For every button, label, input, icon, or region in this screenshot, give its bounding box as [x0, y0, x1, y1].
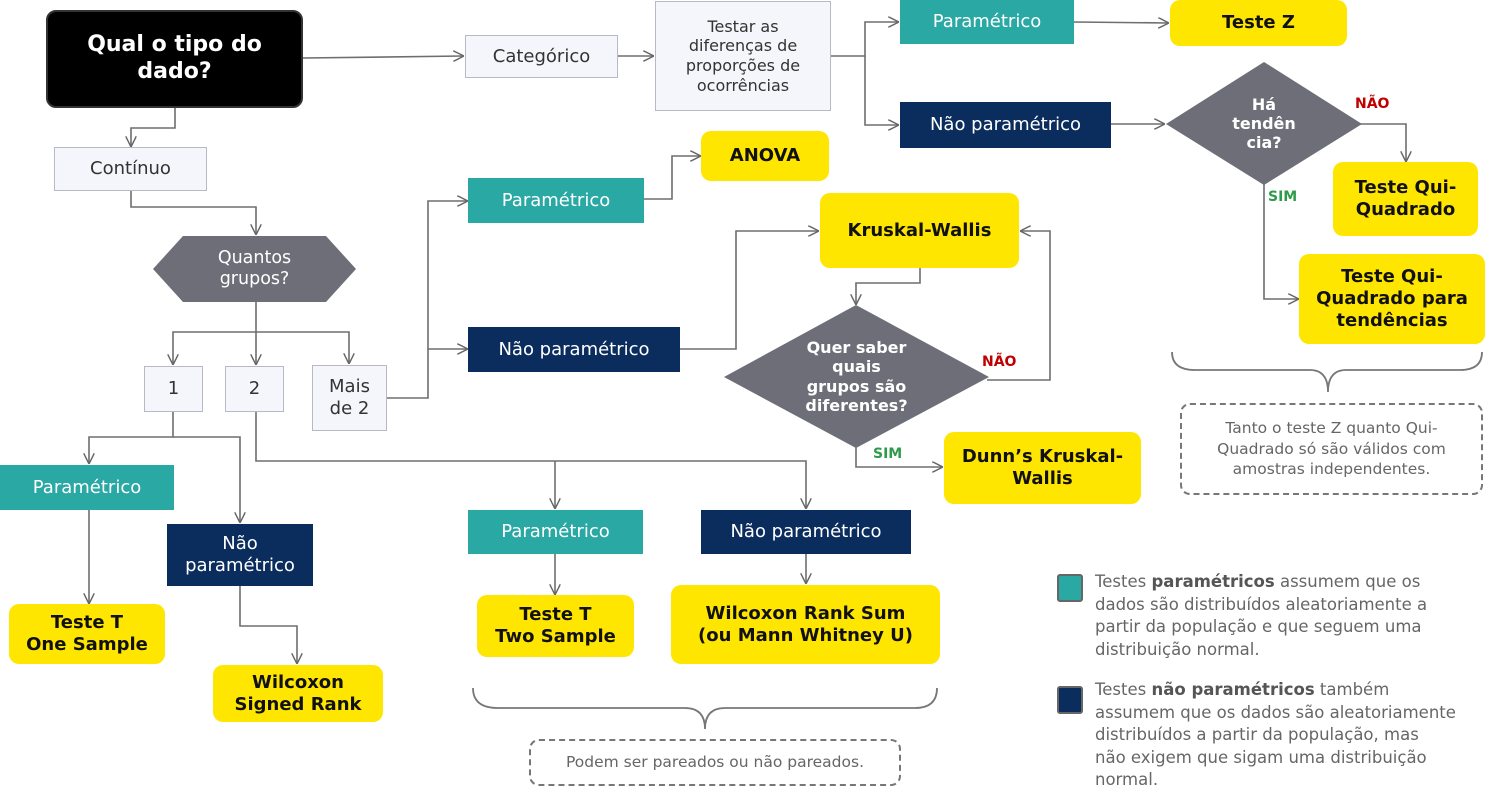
parametric-categorical: Paramétrico — [900, 0, 1074, 44]
arrow-start-continuous — [131, 108, 176, 146]
decision-diamond-shape — [1166, 62, 1362, 185]
groups-decision-label: Quantos grupos? — [217, 248, 292, 289]
note-paired: Podem ser pareados ou não pareados. — [529, 739, 901, 786]
arrow-trend-no — [1360, 123, 1406, 161]
arrow-which-no — [987, 231, 1051, 381]
test-t-two-sample: Teste T Two Sample — [477, 595, 634, 657]
trend-yes-label: SIM — [1268, 189, 1298, 205]
trend-decision: Há tendên cia? — [1166, 62, 1362, 185]
arrow-parametric-z — [1073, 22, 1168, 23]
group-more-node: Mais de 2 — [312, 365, 387, 431]
which-no-label: NÃO — [982, 354, 1017, 370]
continuous-node: Contínuo — [54, 147, 207, 191]
group-one-node: 1 — [144, 366, 203, 412]
test-kruskal-wallis: Kruskal-Wallis — [820, 193, 1019, 268]
arrow-one-branches — [89, 412, 174, 463]
test-chi-square: Teste Qui- Quadrado — [1333, 162, 1478, 236]
arrow-proportions-parametric — [831, 22, 898, 57]
which-yes-label: SIM — [873, 446, 903, 462]
parametric-more: Paramétrico — [468, 178, 644, 223]
arrow-proportions-nonparametric — [864, 56, 898, 125]
arrow-kruskal-which — [856, 268, 921, 304]
decision-diamond-shape — [724, 305, 989, 448]
proportions-node: Testar as diferenças de proporções de oc… — [655, 1, 831, 111]
nonparametric-one: Não paramétrico — [167, 524, 313, 586]
which-groups-decision-label: Quer saber quais grupos são diferentes? — [805, 338, 908, 415]
test-chi-square-trend: Teste Qui- Quadrado para tendências — [1299, 254, 1485, 344]
test-wilcoxon-rank-sum: Wilcoxon Rank Sum (ou Mann Whitney U) — [671, 585, 940, 664]
which-groups-decision: Quer saber quais grupos são diferentes? — [724, 305, 989, 448]
arrow-nonparametric-kruskal — [680, 231, 818, 350]
nonparametric-categorical: Não paramétrico — [900, 102, 1111, 148]
arrow-continuous-groups — [130, 191, 256, 234]
arrow-more-parametric — [387, 201, 467, 399]
arrow-groups-branches — [173, 302, 257, 364]
arrow-parametric-anova — [644, 156, 700, 200]
legend-swatch-nonparametric — [1057, 686, 1083, 714]
start-question: Qual o tipo do dado? — [46, 10, 303, 108]
categorical-node: Categórico — [465, 35, 618, 78]
brace-bottom — [472, 687, 938, 730]
brace-top-right — [1171, 351, 1483, 393]
nonparametric-more: Não paramétrico — [468, 327, 680, 372]
arrow-which-yes — [855, 446, 942, 467]
legend-param-rest: assumem que os dados são distribuídos al… — [1095, 572, 1428, 659]
trend-no-label: NÃO — [1355, 96, 1390, 112]
legend-nonparam-prefix: Testes — [1095, 680, 1152, 699]
arrow-two-branches — [255, 412, 806, 508]
trend-decision-label: Há tendên cia? — [1232, 94, 1296, 153]
groups-decision: Quantos grupos? — [153, 236, 356, 302]
legend-swatch-parametric — [1057, 574, 1083, 602]
legend-nonparam-rest: também assumem que os dados são aleatori… — [1095, 680, 1456, 790]
arrow-nonparam-wilcoxon-signed — [239, 586, 297, 663]
arrow-trend-yes — [1263, 183, 1298, 299]
legend-param-bold: paramétricos — [1151, 572, 1275, 591]
legend-nonparam-bold: não paramétricos — [1151, 680, 1315, 699]
legend-param-prefix: Testes — [1095, 572, 1152, 591]
test-z: Teste Z — [1170, 0, 1347, 46]
group-two-node: 2 — [225, 366, 284, 412]
nonparametric-two: Não paramétrico — [701, 510, 911, 554]
test-t-one-sample: Teste T One Sample — [9, 604, 165, 664]
test-dunn: Dunn’s Kruskal- Wallis — [944, 432, 1141, 504]
note-independent-samples: Tanto o teste Z quanto Qui- Quadrado só … — [1180, 403, 1483, 495]
legend-nonparametric: Testes não paramétricos também assumem q… — [1095, 679, 1480, 792]
test-wilcoxon-signed-rank: Wilcoxon Signed Rank — [213, 665, 383, 722]
arrow-start-categorical — [302, 56, 463, 58]
legend-parametric: Testes paramétricos assumem que os dados… — [1095, 571, 1480, 661]
parametric-two: Paramétrico — [468, 510, 643, 554]
parametric-one: Paramétrico — [0, 465, 174, 510]
decision-hexagon-shape — [153, 236, 356, 302]
test-anova: ANOVA — [701, 131, 829, 181]
